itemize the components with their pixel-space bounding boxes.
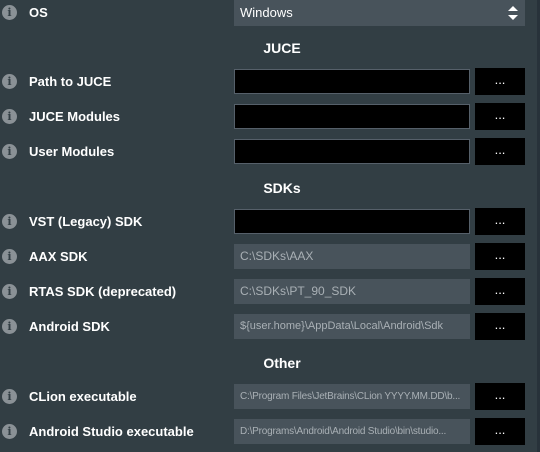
vst-sdk-field[interactable] bbox=[234, 209, 470, 234]
juce-modules-label: JUCE Modules bbox=[29, 109, 121, 124]
up-down-arrows-icon bbox=[508, 6, 518, 20]
window-edge bbox=[537, 0, 540, 452]
android-studio-executable-row: i Android Studio executable D:\Programs\… bbox=[0, 417, 540, 447]
rtas-sdk-field[interactable]: C:\SDKs\PT_90_SDK bbox=[234, 279, 470, 304]
clion-executable-row: i CLion executable C:\Program Files\JetB… bbox=[0, 382, 540, 412]
info-icon[interactable]: i bbox=[2, 249, 17, 264]
section-title-sdks: SDKs bbox=[263, 180, 301, 196]
os-select[interactable]: Windows bbox=[234, 0, 525, 26]
section-title-juce: JUCE bbox=[263, 40, 301, 56]
info-icon[interactable]: i bbox=[2, 74, 17, 89]
rtas-sdk-row: i RTAS SDK (deprecated) C:\SDKs\PT_90_SD… bbox=[0, 277, 540, 307]
android-studio-executable-field[interactable]: D:\Programs\Android\Android Studio\bin\s… bbox=[234, 419, 470, 444]
info-icon[interactable]: i bbox=[2, 319, 17, 334]
vst-sdk-label: VST (Legacy) SDK bbox=[29, 214, 143, 229]
section-title-other: Other bbox=[263, 355, 301, 371]
aax-sdk-field[interactable]: C:\SDKs\AAX bbox=[234, 244, 470, 269]
os-select-value: Windows bbox=[240, 5, 293, 20]
path-to-juce-row: i Path to JUCE ... bbox=[0, 67, 540, 97]
vst-sdk-browse-button[interactable]: ... bbox=[475, 208, 525, 235]
info-icon[interactable]: i bbox=[2, 214, 17, 229]
path-to-juce-label: Path to JUCE bbox=[29, 74, 112, 89]
aax-sdk-browse-button[interactable]: ... bbox=[475, 243, 525, 270]
clion-executable-label: CLion executable bbox=[29, 389, 137, 404]
rtas-sdk-browse-button[interactable]: ... bbox=[475, 278, 525, 305]
aax-sdk-row: i AAX SDK C:\SDKs\AAX ... bbox=[0, 242, 540, 272]
info-icon[interactable]: i bbox=[2, 144, 17, 159]
android-studio-executable-label: Android Studio executable bbox=[29, 424, 194, 439]
user-modules-browse-button[interactable]: ... bbox=[475, 138, 525, 165]
vst-sdk-row: i VST (Legacy) SDK ... bbox=[0, 207, 540, 237]
os-row: i OS Windows bbox=[0, 0, 540, 30]
android-sdk-row: i Android SDK ${user.home}\AppData\Local… bbox=[0, 312, 540, 342]
juce-modules-row: i JUCE Modules ... bbox=[0, 102, 540, 132]
clion-executable-field[interactable]: C:\Program Files\JetBrains\CLion YYYY.MM… bbox=[234, 384, 470, 409]
path-to-juce-field[interactable] bbox=[234, 69, 470, 94]
user-modules-row: i User Modules ... bbox=[0, 137, 540, 167]
info-icon[interactable]: i bbox=[2, 389, 17, 404]
android-sdk-browse-button[interactable]: ... bbox=[475, 313, 525, 340]
rtas-sdk-label: RTAS SDK (deprecated) bbox=[29, 284, 177, 299]
clion-executable-browse-button[interactable]: ... bbox=[475, 383, 525, 410]
juce-modules-browse-button[interactable]: ... bbox=[475, 103, 525, 130]
info-icon[interactable]: i bbox=[2, 424, 17, 439]
user-modules-field[interactable] bbox=[234, 139, 470, 164]
user-modules-label: User Modules bbox=[29, 144, 115, 159]
android-sdk-label: Android SDK bbox=[29, 319, 110, 334]
info-icon[interactable]: i bbox=[2, 5, 17, 20]
aax-sdk-label: AAX SDK bbox=[29, 249, 88, 264]
android-studio-executable-browse-button[interactable]: ... bbox=[475, 418, 525, 445]
path-to-juce-browse-button[interactable]: ... bbox=[475, 68, 525, 95]
info-icon[interactable]: i bbox=[2, 284, 17, 299]
juce-modules-field[interactable] bbox=[234, 104, 470, 129]
info-icon[interactable]: i bbox=[2, 109, 17, 124]
android-sdk-field[interactable]: ${user.home}\AppData\Local\Android\Sdk bbox=[234, 314, 470, 339]
os-label: OS bbox=[29, 5, 48, 20]
